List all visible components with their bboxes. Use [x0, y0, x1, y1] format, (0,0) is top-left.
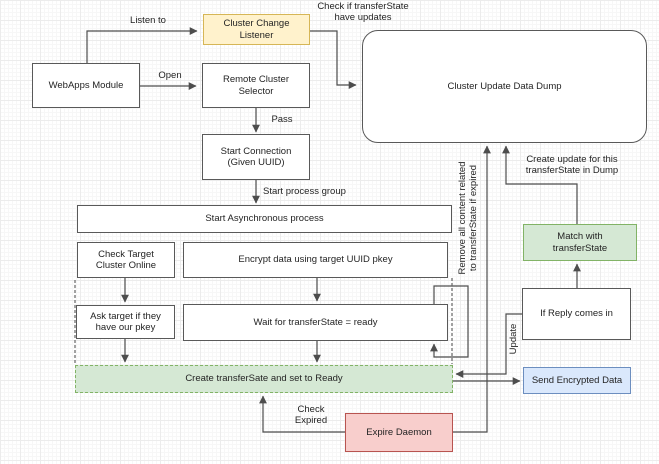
node-label: If Reply comes in [540, 308, 613, 320]
edge-label-open: Open [158, 70, 182, 81]
node-start-connection[interactable]: Start Connection (Given UUID) [202, 134, 310, 180]
node-label: Remote Cluster Selector [223, 74, 289, 97]
node-expire-daemon[interactable]: Expire Daemon [345, 413, 453, 452]
node-webapps-module[interactable]: WebApps Module [32, 63, 140, 108]
node-send-encrypted-data[interactable]: Send Encrypted Data [523, 367, 631, 394]
edge-label-pass: Pass [271, 114, 293, 125]
node-label: Wait for transferState = ready [253, 316, 378, 328]
node-cluster-update-data-dump[interactable]: Cluster Update Data Dump [362, 30, 647, 143]
edge-label-remove-content: Remove all content related to transferSt… [457, 161, 479, 275]
edge-label-update: Update [508, 323, 519, 355]
node-create-transfersate-ready[interactable]: Create transferSate and set to Ready [75, 365, 453, 393]
node-label: Create transferSate and set to Ready [185, 373, 343, 385]
edge-label-listen-to: Listen to [130, 15, 166, 26]
node-label: Start Asynchronous process [205, 213, 324, 225]
edge-label-check-updates: Check if transferState have updates [317, 1, 409, 23]
node-wait-transferstate-ready[interactable]: Wait for transferState = ready [183, 304, 448, 341]
node-label: Expire Daemon [366, 426, 432, 438]
node-encrypt-data[interactable]: Encrypt data using target UUID pkey [183, 242, 448, 278]
node-label: Send Encrypted Data [531, 374, 623, 386]
node-if-reply-comes-in[interactable]: If Reply comes in [522, 288, 631, 340]
node-label: Cluster Change Listener [223, 18, 290, 41]
node-label: Encrypt data using target UUID pkey [238, 254, 393, 266]
node-remote-cluster-selector[interactable]: Remote Cluster Selector [202, 63, 310, 108]
node-check-target-cluster-online[interactable]: Check Target Cluster Online [77, 242, 175, 278]
node-match-with-transferstate[interactable]: Match with transferState [523, 224, 637, 261]
node-label: Match with transferState [552, 231, 608, 254]
edge-label-start-process-group: Start process group [263, 186, 346, 197]
node-label: WebApps Module [48, 79, 124, 91]
connector-listener-to-dump [310, 30, 357, 89]
node-label: Cluster Update Data Dump [447, 80, 562, 92]
node-label: Ask target if they have our pkey [90, 310, 161, 334]
node-start-asynchronous-process[interactable]: Start Asynchronous process [77, 205, 452, 233]
node-label: Check Target Cluster Online [95, 248, 157, 272]
connector-listen-to [86, 27, 198, 63]
edge-label-check-expired: Check Expired [294, 404, 328, 426]
node-cluster-change-listener[interactable]: Cluster Change Listener [203, 14, 310, 45]
edge-label-create-update: Create update for this transferState in … [525, 154, 619, 176]
node-label: Start Connection (Given UUID) [220, 145, 292, 169]
node-ask-target-pkey[interactable]: Ask target if they have our pkey [76, 305, 175, 339]
